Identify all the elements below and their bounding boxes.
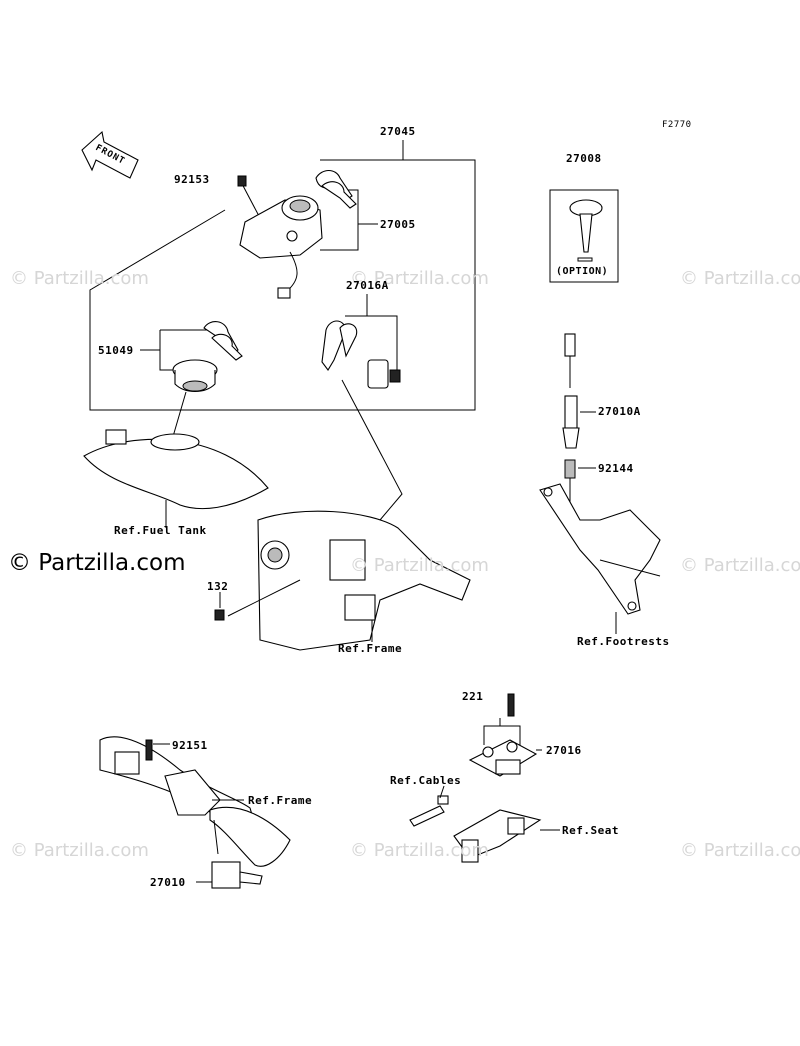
ref-footrests-label: Ref.Footrests: [577, 635, 670, 648]
option-label: (OPTION): [556, 266, 609, 277]
watermark: © Partzilla.com: [680, 555, 800, 576]
switch-27010A-part: [562, 333, 580, 479]
seat-lock-27016-part: [468, 693, 538, 777]
ref-seat-label: Ref.Seat: [562, 824, 619, 837]
ref-frame-label: Ref.Frame: [248, 794, 313, 807]
part-label-51049: 51049: [98, 344, 134, 357]
watermark: © Partzilla.com: [10, 840, 149, 861]
part-label-221: 221: [462, 690, 484, 703]
watermark: © Partzilla.com: [350, 555, 489, 576]
watermark: © Partzilla.com: [680, 840, 800, 861]
watermark: © Partzilla.com: [680, 268, 800, 289]
part-label-92153: 92153: [174, 173, 210, 186]
frame-lower-left-part: [99, 736, 291, 867]
seat-bracket-part: [453, 809, 542, 863]
part-label-92144: 92144: [598, 462, 634, 475]
watermark-main: © Partzilla.com: [8, 550, 186, 576]
footrest-bracket-part: [539, 483, 661, 615]
key-27005-part: [315, 169, 357, 209]
part-label-27005: 27005: [380, 218, 416, 231]
cable-part: [409, 795, 449, 827]
watermark: © Partzilla.com: [350, 840, 489, 861]
switch-27010-part: [211, 819, 263, 889]
ref-fuel-tank-label: Ref.Fuel Tank: [114, 524, 207, 537]
front-arrow-icon: [81, 130, 139, 179]
lock-27016A-part: [321, 320, 401, 389]
part-label-27008: 27008: [566, 152, 602, 165]
fuel-tank-part: [83, 429, 269, 510]
part-label-92151: 92151: [172, 739, 208, 752]
ref-frame-label: Ref.Frame: [338, 642, 403, 655]
part-label-27045: 27045: [380, 125, 416, 138]
part-label-132: 132: [207, 580, 229, 593]
frame-part: [257, 510, 471, 651]
watermark: © Partzilla.com: [10, 268, 149, 289]
ignition-switch-part: [237, 175, 323, 299]
part-label-27016A: 27016A: [346, 279, 389, 292]
figure-code: F2770: [662, 120, 692, 130]
part-label-27016: 27016: [546, 744, 582, 757]
key-27008-part: [569, 199, 603, 262]
watermark: © Partzilla.com: [350, 268, 489, 289]
fuel-cap-51049-part: [172, 321, 243, 393]
part-label-27010: 27010: [150, 876, 186, 889]
ref-cables-label: Ref.Cables: [390, 774, 462, 787]
part-label-27010A: 27010A: [598, 405, 641, 418]
